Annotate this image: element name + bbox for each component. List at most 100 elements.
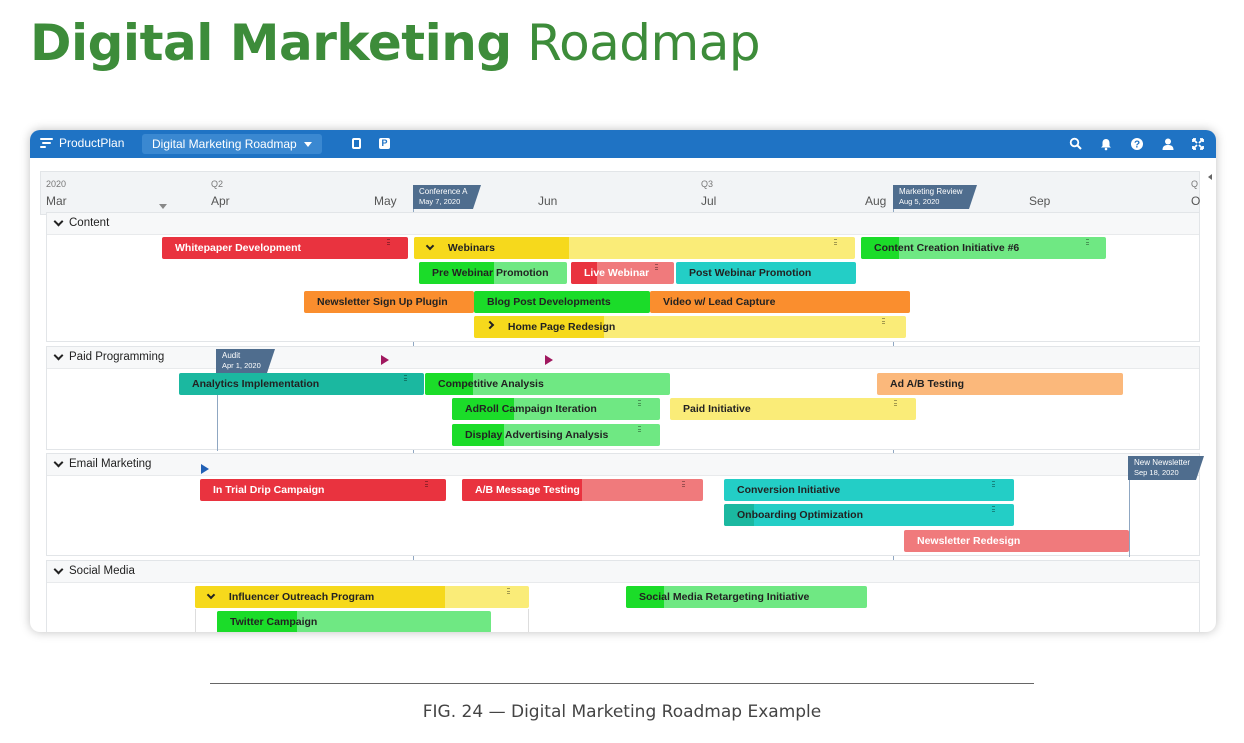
brand-logo[interactable]: ProductPlan (40, 136, 124, 150)
top-toolbar: ProductPlan Digital Marketing Roadmap P … (30, 130, 1216, 158)
chevron-down-icon[interactable] (53, 457, 64, 468)
drag-handle-icon[interactable] (387, 239, 390, 245)
figure-caption: FIG. 24 — Digital Marketing Roadmap Exam… (422, 702, 822, 722)
flag-icon[interactable] (381, 355, 389, 365)
group-outline (195, 609, 529, 632)
drag-handle-icon[interactable] (425, 481, 428, 487)
roadmap-bar[interactable]: Pre Webinar Promotion (419, 262, 567, 284)
roadmap-bar[interactable]: A/B Message Testing (462, 479, 703, 501)
lane-title: Email Marketing (69, 458, 152, 470)
bar-label: Content Creation Initiative #6 (874, 242, 1020, 254)
drag-handle-icon[interactable] (894, 400, 897, 406)
roadmap-bar[interactable]: Post Webinar Promotion (676, 262, 856, 284)
chevron-down-icon[interactable] (53, 350, 64, 361)
roadmap-bar[interactable]: Display Advertising Analysis (452, 424, 660, 446)
milestone-marker[interactable]: Conference A May 7, 2020 (413, 185, 483, 209)
roadmap-bar-container[interactable]: Home Page Redesign (474, 316, 906, 338)
month-label: Mar (46, 194, 67, 208)
plan-selector-dropdown[interactable]: Digital Marketing Roadmap (142, 134, 322, 154)
milestone-line (1129, 476, 1130, 557)
lane-header[interactable]: Email Marketing (47, 454, 1199, 476)
roadmap-bar[interactable]: Whitepaper Development (162, 237, 408, 259)
milestone-line (217, 369, 218, 451)
roadmap-bar[interactable]: Newsletter Redesign (904, 530, 1129, 552)
bar-label: In Trial Drip Campaign (213, 484, 325, 496)
p-icon[interactable]: P (379, 138, 390, 149)
drag-handle-icon[interactable] (404, 375, 407, 381)
bar-label: Twitter Campaign (230, 616, 318, 628)
flag-icon[interactable] (545, 355, 553, 365)
milestone-date: Apr 1, 2020 (222, 361, 261, 370)
bar-label: A/B Message Testing (475, 484, 580, 496)
drag-handle-icon[interactable] (682, 481, 685, 487)
brand-name: ProductPlan (59, 136, 125, 150)
chevron-down-icon[interactable] (53, 564, 64, 575)
drag-handle-icon[interactable] (992, 506, 995, 512)
bar-label: Display Advertising Analysis (465, 429, 609, 441)
roadmap-bar[interactable]: Ad A/B Testing (877, 373, 1123, 395)
roadmap-bar[interactable]: Social Media Retargeting Initiative (626, 586, 867, 608)
roadmap-bar[interactable]: Content Creation Initiative #6 (861, 237, 1106, 259)
timeline-scroll-down-icon[interactable] (159, 204, 167, 209)
bar-label: Onboarding Optimization (737, 509, 863, 521)
drag-handle-icon[interactable] (992, 481, 995, 487)
caption-divider (210, 683, 1034, 684)
milestone-name: Conference A (419, 187, 468, 196)
milestone-marker[interactable]: New Newsletter Sep 18, 2020 (1128, 456, 1205, 480)
timeline-year: 2020 (46, 179, 67, 189)
page-title-bold: Digital Marketing (30, 14, 512, 72)
lane-title: Content (69, 217, 110, 229)
roadmap-bar[interactable]: In Trial Drip Campaign (200, 479, 446, 501)
roadmap-bar[interactable]: Conversion Initiative (724, 479, 1014, 501)
roadmap-bar-container[interactable]: Influencer Outreach Program (195, 586, 529, 608)
lane-header[interactable]: Content (47, 213, 1199, 235)
month-label: Aug (865, 194, 887, 208)
roadmap-bar[interactable]: Paid Initiative (670, 398, 916, 420)
drag-handle-icon[interactable] (507, 588, 510, 594)
quarter-label: Q (1191, 179, 1199, 189)
bar-label: AdRoll Campaign Iteration (465, 403, 597, 415)
productplan-logo-icon (40, 138, 53, 148)
clipboard-icon[interactable] (352, 138, 361, 149)
milestone-date: Aug 5, 2020 (899, 197, 940, 206)
lane-title: Paid Programming (69, 351, 165, 363)
roadmap-bar[interactable]: Newsletter Sign Up Plugin (304, 291, 474, 313)
bar-label: Pre Webinar Promotion (432, 267, 549, 279)
drag-handle-icon[interactable] (638, 400, 641, 406)
expand-icon[interactable] (1191, 137, 1205, 151)
svg-text:?: ? (1134, 140, 1140, 151)
drag-handle-icon[interactable] (834, 239, 837, 245)
search-icon[interactable] (1069, 137, 1083, 151)
bar-label: Influencer Outreach Program (228, 591, 375, 603)
roadmap-bar-container[interactable]: Webinars (414, 237, 855, 259)
user-icon[interactable] (1161, 137, 1175, 151)
roadmap-bar[interactable]: Onboarding Optimization (724, 504, 1014, 526)
month-label: Jun (538, 194, 558, 208)
drag-handle-icon[interactable] (1086, 239, 1089, 245)
bar-label: Post Webinar Promotion (689, 267, 812, 279)
milestone-marker[interactable]: Marketing Review Aug 5, 2020 (893, 185, 977, 209)
roadmap-bar[interactable]: Analytics Implementation (179, 373, 424, 395)
roadmap-bar[interactable]: AdRoll Campaign Iteration (452, 398, 660, 420)
roadmap-bar[interactable]: Twitter Campaign (217, 611, 491, 632)
chevron-down-icon (304, 142, 312, 147)
bar-label: Blog Post Developments (487, 296, 611, 308)
roadmap-bar[interactable]: Blog Post Developments (474, 291, 650, 313)
month-label: O (1191, 194, 1201, 208)
milestone-marker[interactable]: Audit Apr 1, 2020 (216, 349, 275, 373)
help-icon[interactable]: ? (1130, 137, 1144, 151)
drag-handle-icon[interactable] (882, 318, 885, 324)
chevron-down-icon[interactable] (53, 216, 64, 227)
bar-label: Newsletter Redesign (917, 535, 1021, 547)
roadmap-bar[interactable]: Competitive Analysis (425, 373, 670, 395)
flag-icon[interactable] (201, 464, 209, 474)
roadmap-bar[interactable]: Live Webinar (571, 262, 674, 284)
lane-header[interactable]: Paid Programming (47, 347, 1199, 369)
bell-icon[interactable] (1099, 137, 1113, 151)
bar-label: Whitepaper Development (175, 242, 302, 254)
chevron-left-icon[interactable] (1208, 174, 1212, 180)
drag-handle-icon[interactable] (638, 426, 641, 432)
lane-header[interactable]: Social Media (47, 561, 1199, 583)
roadmap-bar[interactable]: Video w/ Lead Capture (650, 291, 910, 313)
drag-handle-icon[interactable] (655, 264, 658, 270)
